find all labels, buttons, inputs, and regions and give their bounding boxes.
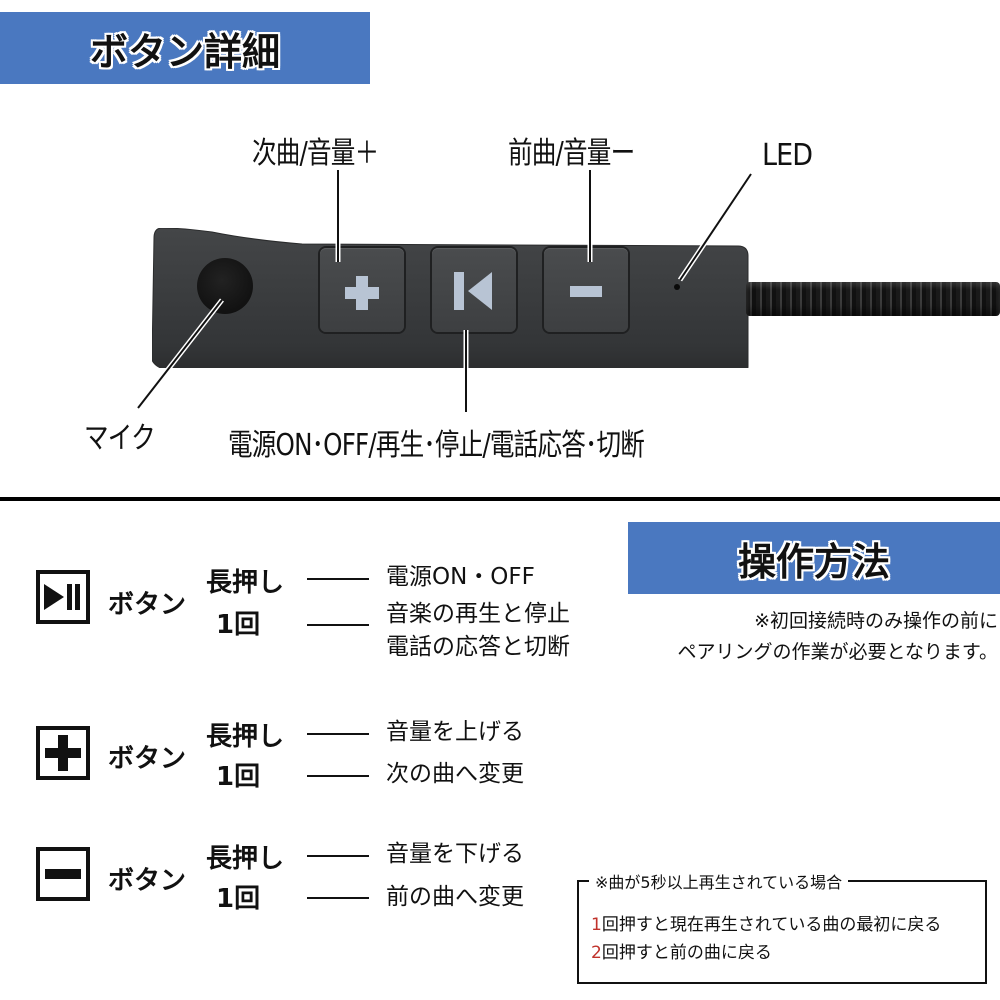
minus-button-icon-box — [36, 847, 90, 901]
operation-banner: 操作方法 — [628, 522, 1000, 594]
microphone — [197, 258, 253, 314]
info-line-2: 2回押すと前の曲に戻る — [591, 938, 772, 963]
dash-line — [307, 775, 369, 777]
pairing-note: ※初回接続時のみ操作の前に ペアリングの作業が必要となります。 — [677, 606, 998, 668]
plus-icon — [45, 735, 81, 771]
minus-icon — [45, 869, 81, 879]
play-pause-key[interactable] — [432, 248, 516, 332]
info-line-2-text: 回押すと前の曲に戻る — [601, 943, 772, 963]
callout-prev-volume-down: 前曲/音量ー — [508, 136, 635, 171]
minus-key[interactable] — [544, 248, 628, 332]
minus-single-press-action: 前の曲へ変更 — [386, 884, 524, 910]
minus-button-label: ボタン — [108, 866, 187, 896]
play-pause-single-press: 1回 — [216, 610, 261, 640]
skip-back-icon — [454, 272, 492, 310]
info-line-1-number: 1 — [591, 915, 602, 935]
play-pause-long-press-action: 電源ON・OFF — [386, 564, 535, 590]
play-pause-long-press: 長押し — [206, 568, 285, 598]
info-line-1: 1回押すと現在再生されている曲の最初に戻る — [591, 910, 941, 935]
section-divider — [0, 497, 1000, 501]
plus-long-press-action: 音量を上げる — [386, 719, 524, 745]
plus-button-icon-box — [36, 726, 90, 780]
info-line-2-number: 2 — [591, 943, 602, 963]
pairing-note-line2: ペアリングの作業が必要となります。 — [677, 641, 998, 663]
callout-mic: マイク — [84, 421, 156, 456]
header-banner: ボタン詳細 — [0, 12, 370, 84]
play-pause-single-press-action-2: 電話の応答と切断 — [386, 634, 570, 660]
plus-key[interactable] — [320, 248, 404, 332]
dash-line — [307, 733, 369, 735]
dash-line — [307, 897, 369, 899]
plus-single-press-action: 次の曲へ変更 — [386, 761, 524, 787]
minus-long-press: 長押し — [206, 844, 285, 874]
operation-title: 操作方法 — [737, 539, 890, 584]
cable — [746, 282, 1000, 316]
info-box-title: ※曲が5秒以上再生されている場合 — [589, 869, 849, 893]
minus-icon — [570, 286, 602, 297]
minus-long-press-action: 音量を下げる — [386, 841, 524, 867]
plus-single-press: 1回 — [216, 762, 261, 792]
dash-line — [307, 855, 369, 857]
led-indicator — [674, 284, 680, 290]
minus-single-press: 1回 — [216, 884, 261, 914]
leader-lines — [136, 170, 754, 412]
replay-info-box: ※曲が5秒以上再生されている場合 1回押すと現在再生されている曲の最初に戻る 2… — [577, 869, 987, 984]
plus-icon — [345, 276, 379, 310]
plus-long-press: 長押し — [206, 722, 285, 752]
callout-power-play: 電源ON･OFF/再生･停止/電話応答･切断 — [228, 428, 645, 463]
plus-button-label: ボタン — [108, 744, 187, 774]
play-pause-button-icon-box — [36, 570, 90, 624]
info-line-1-text: 回押すと現在再生されている曲の最初に戻る — [601, 915, 942, 935]
dash-line — [307, 578, 369, 580]
play-pause-button-label: ボタン — [108, 590, 187, 620]
pairing-note-line1: ※初回接続時のみ操作の前に — [754, 610, 998, 632]
callout-led: LED — [762, 138, 813, 173]
play-pause-icon — [44, 584, 80, 610]
callout-next-volume-up: 次曲/音量＋ — [252, 136, 379, 171]
dash-line — [307, 624, 369, 626]
play-pause-single-press-action-1: 音楽の再生と停止 — [386, 601, 570, 627]
page-title: ボタン詳細 — [89, 29, 280, 74]
remote-device — [152, 228, 750, 368]
